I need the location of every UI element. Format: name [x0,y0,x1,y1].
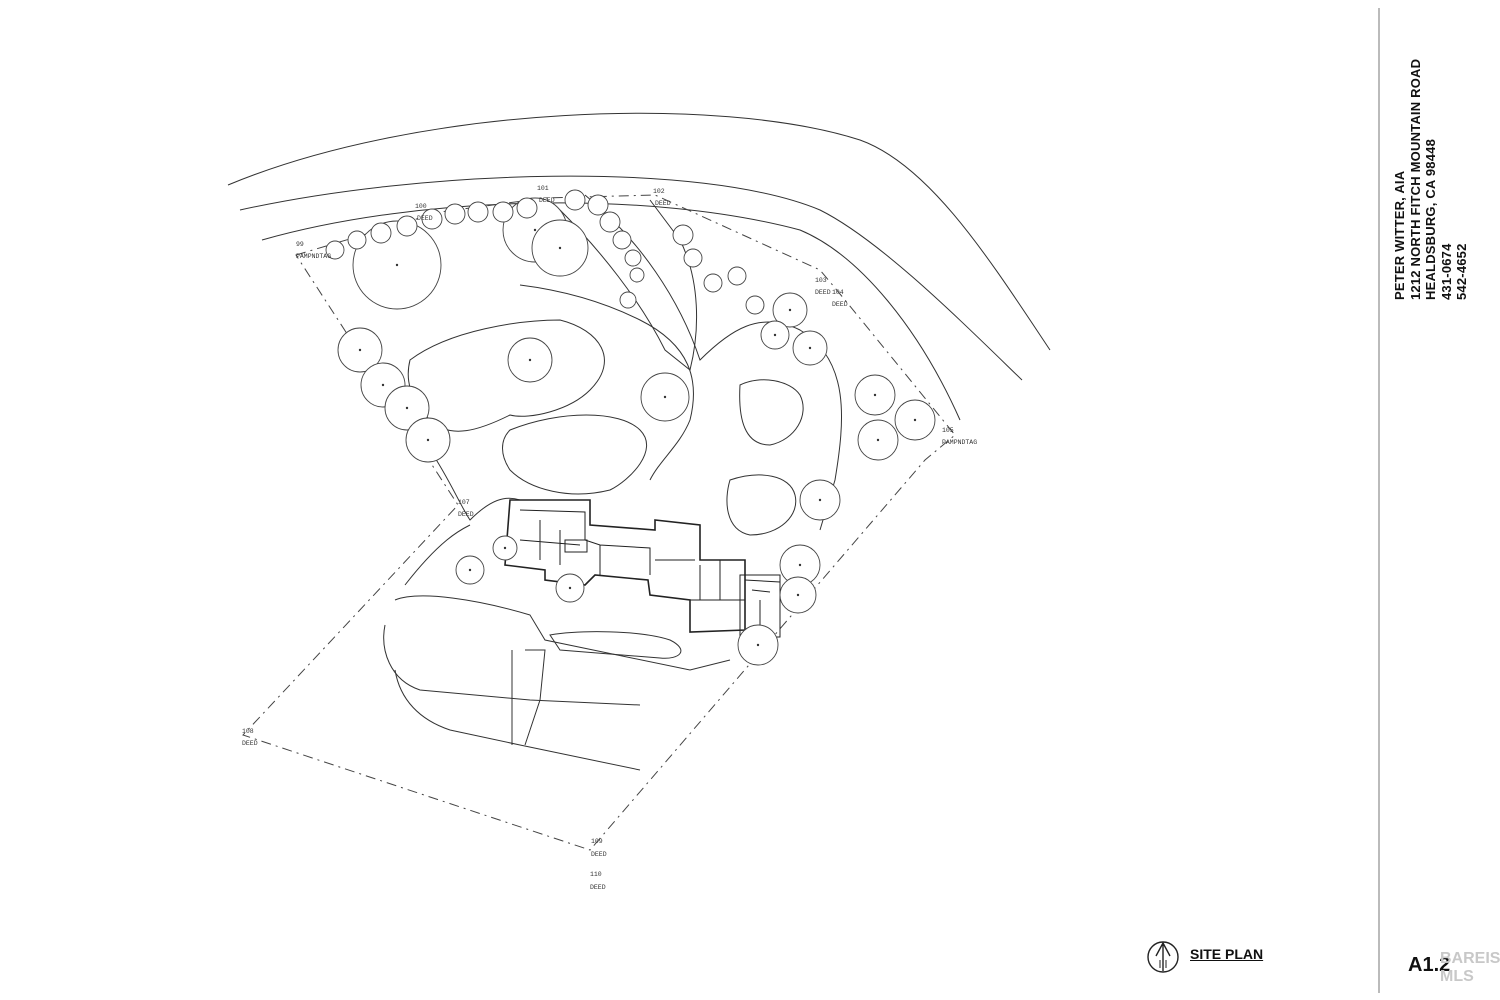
tree [421,208,443,230]
survey-point-number: 99 [296,241,304,248]
driveway [584,194,843,531]
tree [347,230,367,250]
survey-point-desc: DEED [590,884,606,891]
stair-run [511,649,546,746]
architect-phone-1: 431-0674 [1438,243,1454,300]
sheet-number: A1.2 [1408,954,1451,976]
tree [587,194,609,216]
survey-point-number: 108 [242,728,254,735]
survey-point-number: 109 [591,838,603,845]
survey-point-number: 105 [942,427,954,434]
tree [455,555,485,585]
tree [531,219,589,277]
terrace-3 [394,669,641,771]
survey-point-number: 107 [458,499,470,506]
tree [612,230,632,250]
path-curve [519,284,694,481]
tree [727,266,747,286]
tree [396,215,418,237]
survey-point-desc: DEED [832,301,848,308]
terrace-2 [383,624,641,706]
house-footprint [504,499,781,638]
tree [857,419,899,461]
tree [467,201,489,223]
trees [325,189,936,666]
title-block-divider [1378,8,1380,993]
road-curb-line [261,202,961,421]
tree [894,399,936,441]
survey-point-number: 104 [832,289,844,296]
tree [555,573,585,603]
lawn-area [407,319,605,432]
architect-name: PETER WITTER, AIA [1392,170,1407,300]
tree [772,292,808,328]
survey-point-number: 100 [415,203,427,210]
architect-city: HEALDSBURG, CA 98448 [1423,138,1438,300]
survey-point-number: 110 [590,871,602,878]
survey-point-desc: DEED [815,289,831,296]
entry-path [429,449,521,521]
tree [624,249,642,267]
tree [370,222,392,244]
tree [384,385,430,431]
survey-point-desc: DEED [539,197,555,204]
tree [683,248,703,268]
pond [502,414,647,495]
survey-point-desc: PAMPNDTAG [296,253,331,260]
tree [492,535,518,561]
tree [492,201,514,223]
tree [779,576,817,614]
garden-walk [549,631,682,659]
tree [640,372,690,422]
tree [405,417,451,463]
lawn-east-1 [739,379,804,446]
tree [799,479,841,521]
survey-point-number: 101 [537,185,549,192]
tree [703,273,723,293]
tree [737,624,779,666]
tree [337,327,383,373]
tree [516,197,538,219]
tree [629,267,645,283]
tree [760,320,790,350]
tree [444,203,466,225]
architect-street: 1212 NORTH FITCH MOUNTAIN ROAD [1407,58,1423,300]
watermark-logo: BAREIS MLS [1440,950,1500,985]
survey-point-number: 102 [653,188,665,195]
tree [672,224,694,246]
driveway-inner [559,199,698,371]
tree [564,189,586,211]
lawn-east-2 [726,474,797,536]
site-plan-drawing: 99 PAMPNDTAG 100 DEED 101 DEED 102 DEED … [227,112,1051,891]
survey-point-desc: DEED [655,200,671,207]
architect-phone-2: 542-4652 [1454,243,1469,300]
tree [599,211,621,233]
tree [619,291,637,309]
property-line [242,194,956,851]
survey-point-desc: DEED [417,215,433,222]
survey-point-number: 103 [815,277,827,284]
north-arrow-icon [1147,941,1179,973]
survey-point-desc: DEED [591,851,607,858]
survey-point-desc: DEED [458,511,474,518]
architect-address-block: PETER WITTER, AIA 1212 NORTH FITCH MOUNT… [1392,59,1470,300]
survey-point-desc: PAMPNDTAG [942,439,977,446]
tree [854,374,896,416]
tree [507,337,553,383]
tree [792,330,828,366]
survey-point-desc: DEED [242,740,258,747]
survey-point-labels: 99 PAMPNDTAG 100 DEED 101 DEED 102 DEED … [242,185,977,891]
tree [352,220,442,310]
terrace-4 [404,524,471,586]
tree [325,240,345,260]
tree [745,295,765,315]
terrace-1 [394,595,731,671]
sheet-title: SITE PLAN [1190,946,1264,962]
road-edge-inner [239,175,1023,381]
road-edge-outer [227,112,1051,351]
